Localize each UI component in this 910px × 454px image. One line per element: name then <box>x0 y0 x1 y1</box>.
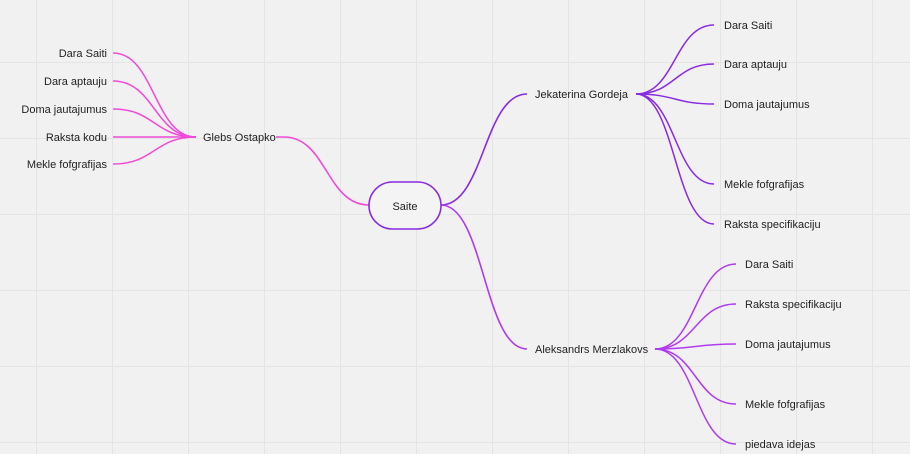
connector-line <box>112 108 197 138</box>
leaf-node[interactable]: Dara Saiti <box>745 259 793 271</box>
leaf-node[interactable]: Dara aptauju <box>44 76 107 88</box>
connectors <box>112 24 737 445</box>
leaf-node[interactable]: Dara Saiti <box>724 20 772 32</box>
branch-label[interactable]: Jekaterina Gordeja <box>535 89 629 101</box>
branch-label[interactable]: Glebs Ostapko <box>203 132 276 144</box>
connector-line <box>440 204 528 350</box>
branch-label[interactable]: Aleksandrs Merzlakovs <box>535 344 649 356</box>
leaf-node[interactable]: piedava idejas <box>745 439 816 451</box>
connector-line <box>654 303 737 350</box>
connector-line <box>654 348 737 405</box>
connector-line <box>635 93 715 225</box>
leaf-node[interactable]: Mekle fofgrafijas <box>724 179 805 191</box>
connector-line <box>112 80 197 138</box>
leaf-node[interactable]: Raksta specifikaciju <box>745 299 842 311</box>
leaf-node[interactable]: Doma jautajumus <box>21 104 107 116</box>
leaf-node[interactable]: Dara aptauju <box>724 59 787 71</box>
root-node-box[interactable] <box>368 181 442 230</box>
connector-line <box>654 348 737 445</box>
connector-line <box>654 343 737 350</box>
leaf-node[interactable]: Raksta kodu <box>46 132 107 144</box>
leaf-node[interactable]: Mekle fofgrafijas <box>27 159 108 171</box>
connector-line <box>654 263 737 350</box>
branch-aleksandrs-merzlakovs[interactable]: Aleksandrs Merzlakovs Dara Saiti Raksta … <box>535 259 842 451</box>
leaf-node[interactable]: Doma jautajumus <box>724 99 810 111</box>
connector-line <box>635 24 715 95</box>
branch-glebs-ostapko[interactable]: Glebs Ostapko Dara Saiti Dara aptauju Do… <box>21 48 275 171</box>
leaf-node[interactable]: Mekle fofgrafijas <box>745 399 826 411</box>
leaf-node[interactable]: Dara Saiti <box>59 48 107 60</box>
connector-line <box>440 93 528 206</box>
connector-line <box>112 52 197 138</box>
connector-line <box>635 63 715 95</box>
connector-line <box>635 93 715 185</box>
connector-line <box>283 136 370 206</box>
root-node[interactable]: Saite <box>368 181 442 230</box>
root-node-label[interactable]: Saite <box>392 201 417 213</box>
connector-line <box>112 136 197 165</box>
connector-line <box>635 93 715 105</box>
leaf-node[interactable]: Raksta specifikaciju <box>724 219 821 231</box>
branch-jekaterina-gordeja[interactable]: Jekaterina Gordeja Dara Saiti Dara aptau… <box>535 20 821 231</box>
leaf-node[interactable]: Doma jautajumus <box>745 339 831 351</box>
